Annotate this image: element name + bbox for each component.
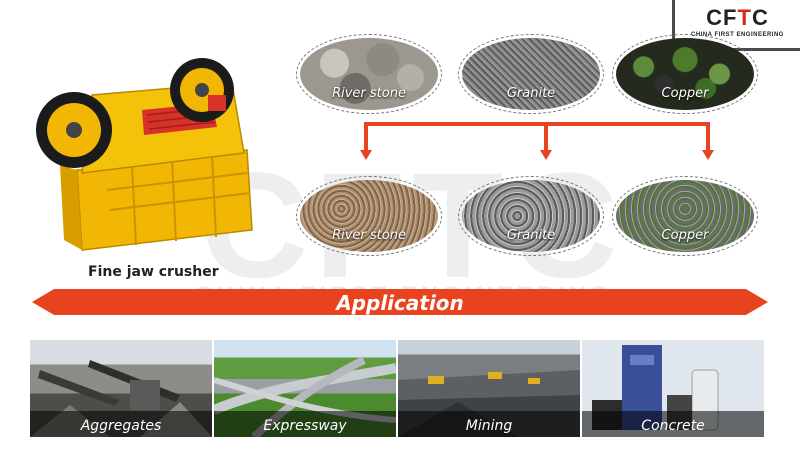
river-stone-icon [300,38,438,110]
photo-mining: Mining [398,340,580,437]
arrow-stem-left [364,122,368,152]
arrow-stem-right [706,122,710,152]
crusher-caption: Fine jaw crusher [88,264,219,280]
copper-icon [616,38,754,110]
photo-concrete: Concrete [582,340,764,437]
stone-label: Copper [661,86,709,101]
photo-caption-band [398,411,580,437]
photo-aggregates: Aggregates [30,340,212,437]
arrow-horizontal-line [364,122,710,126]
logo-wordmark: CFTC [675,7,800,29]
photo-label: Expressway [263,418,347,434]
raw-copper: Copper [612,34,758,114]
product-granite: Granite [458,176,604,256]
logo-part-c: C [751,5,769,30]
brand-logo: CFTC CHINA FIRST ENGINEERING [672,0,800,51]
photo-expressway: Expressway [214,340,396,437]
logo-part-b: T [737,5,752,30]
granite-icon [462,38,600,110]
photo-caption-band [214,411,396,437]
photo-label: Mining [465,418,513,434]
stone-label: Copper [661,228,709,243]
arrow-down-icon [702,150,714,160]
product-river-stone: River stone [296,176,442,256]
photo-label: Aggregates [80,418,162,434]
product-copper: Copper [612,176,758,256]
arrow-down-icon [360,150,372,160]
crushed-granite-icon [462,180,600,252]
photo-caption-band [582,411,764,437]
raw-granite: Granite [458,34,604,114]
stone-label: River stone [332,228,406,243]
arrow-stem-middle [544,122,548,152]
stone-label: River stone [332,86,406,101]
jaw-crusher-image [36,58,253,251]
raw-river-stone: River stone [296,34,442,114]
crushed-river-stone-icon [300,180,438,252]
crushed-copper-icon [616,180,754,252]
logo-part-a: CF [706,5,738,30]
arrow-down-icon [540,150,552,160]
stone-label: Granite [506,86,556,101]
logo-subtitle: CHINA FIRST ENGINEERING [691,32,784,38]
photo-label: Concrete [641,418,705,434]
application-banner [32,289,768,315]
stone-label: Granite [506,228,556,243]
application-title: Application [336,291,464,315]
photo-caption-band [30,411,212,437]
